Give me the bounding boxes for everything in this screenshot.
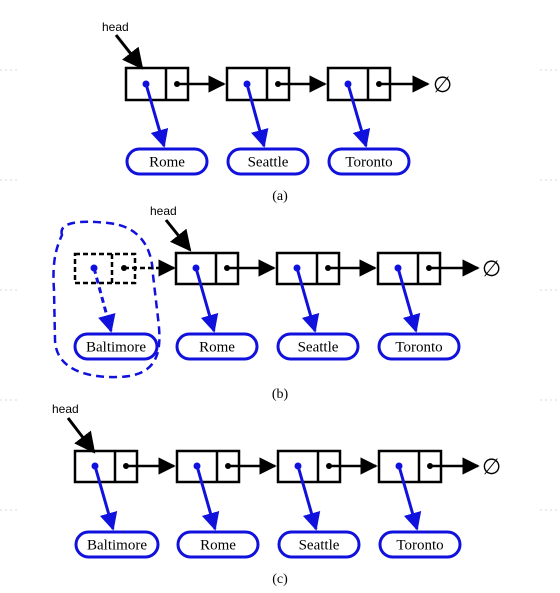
element-rome: Rome [175, 332, 259, 361]
svg-text:Toronto: Toronto [396, 538, 443, 554]
head-pointer-arrow [66, 417, 96, 454]
element-pointer-arrow [295, 267, 320, 333]
element-seattle: Seattle [226, 147, 310, 176]
element-rome: Rome [125, 147, 209, 176]
panel-caption: (a) [272, 189, 288, 204]
panel-caption: (b) [272, 387, 289, 402]
element-toronto: Toronto [327, 147, 411, 176]
panel-c: head [52, 402, 501, 587]
element-pointer-arrow [144, 83, 169, 148]
panel-caption: (c) [272, 572, 288, 587]
element-toronto: Toronto [378, 530, 462, 559]
element-seattle: Seattle [276, 332, 360, 361]
svg-text:Baltimore: Baltimore [87, 538, 147, 554]
element-pointer-arrow [195, 465, 220, 531]
background-guides [0, 69, 560, 511]
element-pointer-arrow [93, 465, 118, 531]
element-baltimore: Baltimore [74, 530, 160, 559]
element-pointer-arrow [245, 83, 269, 148]
head-label: head [150, 204, 177, 218]
element-pointer-arrow [296, 465, 321, 531]
svg-text:Baltimore: Baltimore [86, 340, 146, 356]
element-pointer-arrow [346, 83, 371, 148]
element-rome: Rome [176, 530, 260, 559]
svg-text:Seattle: Seattle [298, 340, 339, 356]
svg-text:Seattle: Seattle [248, 155, 289, 171]
svg-text:Toronto: Toronto [345, 155, 392, 171]
element-pointer-arrow [396, 267, 421, 333]
head-pointer-arrow [164, 219, 192, 252]
svg-text:Rome: Rome [200, 538, 236, 554]
element-toronto: Toronto [377, 332, 461, 361]
element-pointer-arrow [194, 267, 219, 333]
new-node-region [52, 220, 161, 379]
head-label: head [102, 20, 129, 34]
element-pointer-arrow [397, 465, 422, 531]
svg-text:Rome: Rome [199, 340, 235, 356]
null-symbol: ∅ [433, 73, 452, 98]
new-element-pointer-arrow [92, 267, 116, 333]
svg-text:Seattle: Seattle [299, 538, 340, 554]
null-symbol: ∅ [482, 455, 501, 480]
head-label: head [52, 402, 79, 416]
panel-a: head ∅ [102, 20, 452, 204]
element-baltimore: Baltimore [73, 332, 159, 361]
panel-b: head ∅ [52, 204, 501, 402]
null-symbol: ∅ [482, 257, 501, 282]
svg-text:Rome: Rome [149, 155, 185, 171]
svg-text:Toronto: Toronto [395, 340, 442, 356]
element-seattle: Seattle [277, 530, 361, 559]
head-pointer-arrow [114, 34, 144, 70]
